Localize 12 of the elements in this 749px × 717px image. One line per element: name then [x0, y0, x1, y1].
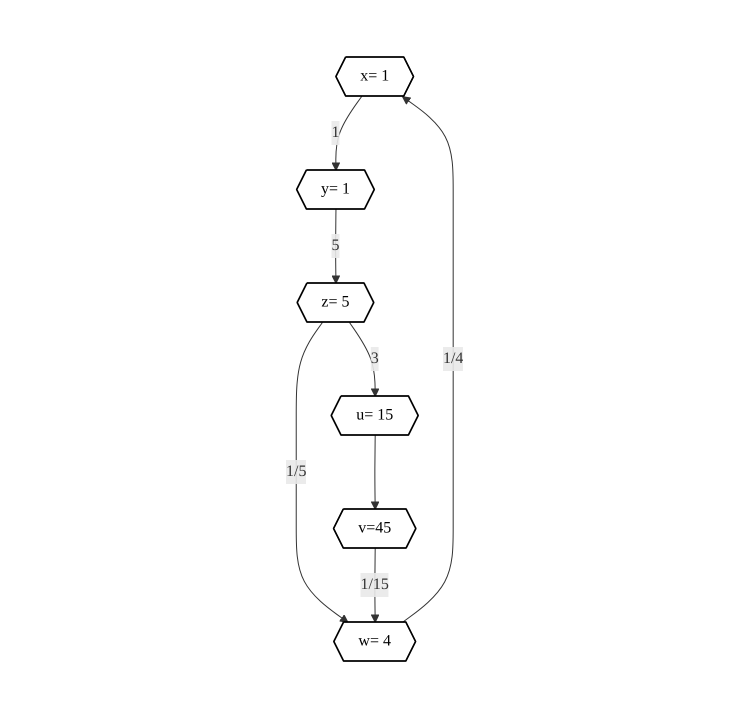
arrow — [331, 208, 340, 284]
edge-label: 3 — [370, 350, 378, 366]
arrow — [370, 434, 380, 510]
edge-label: 1 — [331, 124, 340, 140]
arrow — [296, 322, 348, 622]
edge-label: 5 — [331, 236, 340, 254]
edge-label: 1/4 — [442, 350, 464, 366]
edge-label: 1/15 — [360, 576, 389, 592]
arrow — [348, 322, 380, 396]
edge-label: 1/5 — [286, 462, 306, 480]
arrow — [331, 96, 362, 170]
arrow — [402, 96, 454, 622]
